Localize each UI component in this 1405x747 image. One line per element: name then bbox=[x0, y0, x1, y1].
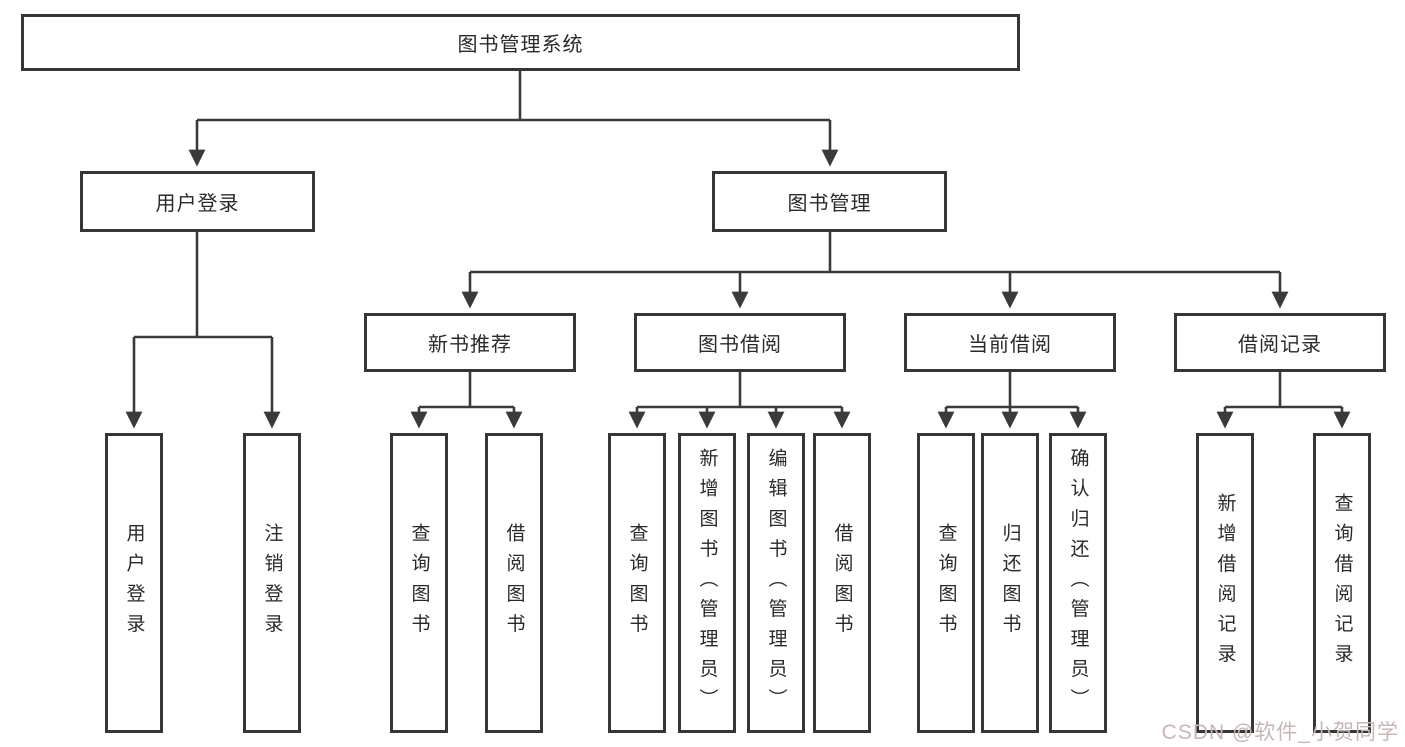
node-book-management: 图书管理 bbox=[712, 171, 947, 232]
node-add-borrow-record: 新增借阅记录 bbox=[1196, 433, 1254, 733]
node-current-borrow: 当前借阅 bbox=[904, 313, 1116, 372]
node-label: 查询图书 bbox=[626, 522, 648, 644]
node-label: 查询图书 bbox=[935, 522, 957, 644]
node-query-books-recommend: 查询图书 bbox=[390, 433, 448, 733]
node-label: 查询图书 bbox=[408, 522, 430, 644]
node-label: 注销登录 bbox=[261, 522, 283, 644]
node-label: 归还图书 bbox=[999, 522, 1021, 644]
node-label: 借阅图书 bbox=[831, 522, 853, 644]
node-edit-book-admin: 编辑图书（管理员） bbox=[747, 433, 805, 733]
node-borrow-records: 借阅记录 bbox=[1174, 313, 1386, 372]
node-label: 查询借阅记录 bbox=[1331, 492, 1353, 674]
node-user-login: 用户登录 bbox=[80, 171, 315, 232]
watermark-text: CSDN @软件_小贺同学 bbox=[1161, 721, 1399, 744]
node-label: 新增图书（管理员） bbox=[696, 447, 718, 719]
node-query-borrow-record: 查询借阅记录 bbox=[1313, 433, 1371, 733]
node-book-borrow: 图书借阅 bbox=[634, 313, 846, 372]
node-logout-leaf: 注销登录 bbox=[243, 433, 301, 733]
node-query-books-current: 查询图书 bbox=[917, 433, 975, 733]
node-return-book: 归还图书 bbox=[981, 433, 1039, 733]
node-label: 新增借阅记录 bbox=[1214, 492, 1236, 674]
node-library-system: 图书管理系统 bbox=[21, 14, 1020, 71]
node-label: 借阅图书 bbox=[503, 522, 525, 644]
node-add-book-admin: 新增图书（管理员） bbox=[678, 433, 736, 733]
node-user-login-leaf: 用户登录 bbox=[105, 433, 163, 733]
node-borrow-books-recommend: 借阅图书 bbox=[485, 433, 543, 733]
node-label: 确认归还（管理员） bbox=[1067, 447, 1089, 719]
node-query-books-borrow: 查询图书 bbox=[608, 433, 666, 733]
node-label: 用户登录 bbox=[123, 522, 145, 644]
node-borrow-books-leaf: 借阅图书 bbox=[813, 433, 871, 733]
node-label: 编辑图书（管理员） bbox=[765, 447, 787, 719]
node-new-book-recommend: 新书推荐 bbox=[364, 313, 576, 372]
node-confirm-return-admin: 确认归还（管理员） bbox=[1049, 433, 1107, 733]
